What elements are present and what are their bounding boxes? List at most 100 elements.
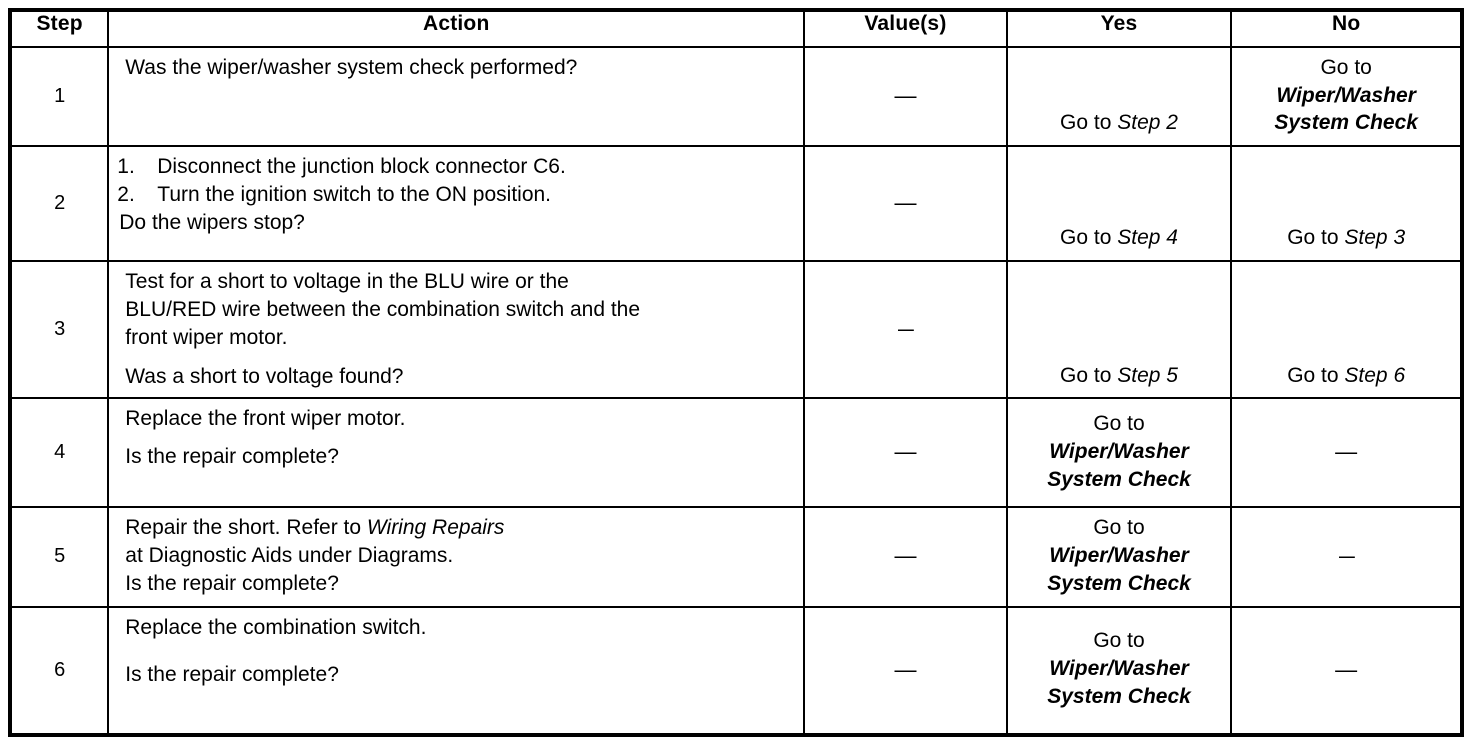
value-cell: — xyxy=(803,145,1008,263)
goto-target-line1: Wiper/Washer xyxy=(1049,440,1189,464)
action-line: front wiper motor. xyxy=(125,326,288,349)
action-reference-title: Wiring Repairs xyxy=(366,516,505,540)
em-dash: — xyxy=(897,316,914,342)
table-row: 6 Replace the combination switch. Is the… xyxy=(8,605,1463,736)
diagnostic-table-page: Step Action Value(s) Yes No 1 Was the wi… xyxy=(8,8,1464,737)
action-line: Test for a short to voltage in the BLU w… xyxy=(125,270,569,294)
em-dash: — xyxy=(894,656,917,682)
goto-line: Go to Step 6 xyxy=(1238,362,1454,390)
goto-target-line2: System Check xyxy=(1047,467,1191,491)
action-question: Do the wipers stop? xyxy=(119,211,305,234)
goto-label: Go to xyxy=(1093,629,1145,653)
action-question: Is the repair complete? xyxy=(125,445,339,469)
yes-branch-cell: Go to Wiper/Washer System Check xyxy=(1005,397,1233,509)
column-header-action: Action xyxy=(107,9,806,48)
goto-target: Step 2 xyxy=(1117,111,1178,135)
em-dash: — xyxy=(1335,656,1358,682)
goto-target-line1: Wiper/Washer xyxy=(1276,83,1416,107)
table-body: 1 Was the wiper/washer system check perf… xyxy=(8,45,1463,736)
table-row: 5 Repair the short. Refer to Wiring Repa… xyxy=(8,506,1463,608)
action-line: Was the wiper/washer system check perfor… xyxy=(125,56,578,79)
column-header-yes: Yes xyxy=(1005,9,1233,48)
table-row: 2 1. Disconnect the junction block connec… xyxy=(8,145,1463,263)
list-text: Disconnect the junction block connector … xyxy=(157,155,566,179)
goto-line: Go to Step 2 xyxy=(1014,109,1225,137)
goto-target-line1: Wiper/Washer xyxy=(1049,657,1189,681)
value-cell: — xyxy=(803,605,1008,736)
goto-target-line2: System Check xyxy=(1047,684,1191,708)
action-cell: 1. Disconnect the junction block connecto… xyxy=(107,145,806,263)
goto-label: Go to xyxy=(1060,226,1112,250)
step-number: 6 xyxy=(8,605,110,736)
goto-target: Step 4 xyxy=(1117,226,1178,250)
action-question: Is the repair complete? xyxy=(125,663,339,687)
action-line: Replace the front wiper motor. xyxy=(125,407,406,431)
goto-label: Go to xyxy=(1060,111,1112,135)
yes-branch-cell: Go to Wiper/Washer System Check xyxy=(1005,506,1233,608)
goto-target: Step 3 xyxy=(1344,226,1406,250)
value-cell: — xyxy=(803,506,1008,608)
yes-branch-cell: Go to Step 4 xyxy=(1005,145,1233,263)
action-cell: Test for a short to voltage in the BLU w… xyxy=(107,260,806,400)
value-cell: — xyxy=(803,397,1008,509)
em-dash: — xyxy=(894,83,917,109)
goto-line: Go to Step 5 xyxy=(1014,362,1225,390)
table-row: 3 Test for a short to voltage in the BLU… xyxy=(8,260,1463,400)
step-number: 4 xyxy=(8,397,110,509)
em-dash: — xyxy=(894,190,917,216)
action-spacer xyxy=(125,641,793,651)
value-cell: — xyxy=(803,260,1008,400)
list-number: 2. xyxy=(117,183,135,207)
yes-branch-cell: Go to Step 2 xyxy=(1005,45,1233,148)
no-branch-cell: — xyxy=(1230,397,1463,509)
no-branch-cell: — xyxy=(1230,605,1463,736)
goto-label: Go to xyxy=(1287,363,1339,387)
action-numbered-list: 1. Disconnect the junction block connecto… xyxy=(117,153,793,209)
action-cell: Replace the combination switch. Is the r… xyxy=(107,605,806,736)
action-cell: Replace the front wiper motor. Is the re… xyxy=(107,397,806,509)
action-line: Replace the combination switch. xyxy=(125,615,427,639)
no-branch-cell: Go to Wiper/Washer System Check xyxy=(1230,45,1463,148)
em-dash: — xyxy=(1338,543,1355,569)
goto-target-line1: Wiper/Washer xyxy=(1049,544,1189,568)
action-cell: Was the wiper/washer system check perfor… xyxy=(107,45,806,148)
em-dash: — xyxy=(894,439,917,465)
step-number: 2 xyxy=(8,145,110,263)
action-question: Was a short to voltage found? xyxy=(125,365,404,389)
goto-target: Step 6 xyxy=(1344,363,1406,387)
value-cell: — xyxy=(803,45,1008,148)
goto-label: Go to xyxy=(1060,363,1112,387)
action-spacer xyxy=(125,433,793,443)
action-text-pre: Repair the short. Refer to xyxy=(125,516,367,540)
yes-branch-cell: Go to Wiper/Washer System Check xyxy=(1005,605,1233,736)
goto-label: Go to xyxy=(1320,56,1372,79)
table-row: 4 Replace the front wiper motor. Is the … xyxy=(8,397,1463,509)
list-item: 1. Disconnect the junction block connecto… xyxy=(117,153,793,181)
goto-line: Go to Step 4 xyxy=(1014,224,1225,252)
list-text: Turn the ignition switch to the ON posit… xyxy=(157,183,552,207)
goto-label: Go to xyxy=(1093,412,1145,436)
no-branch-cell: — xyxy=(1230,506,1463,608)
column-header-step: Step xyxy=(8,9,110,48)
action-line: BLU/RED wire between the combination swi… xyxy=(125,298,641,322)
step-number: 3 xyxy=(8,260,110,400)
column-header-no: No xyxy=(1230,9,1463,48)
action-line: at Diagnostic Aids under Diagrams. xyxy=(125,544,454,568)
no-branch-cell: Go to Step 3 xyxy=(1230,145,1463,263)
step-number: 1 xyxy=(8,45,110,148)
action-cell: Repair the short. Refer to Wiring Repair… xyxy=(107,506,806,608)
step-number: 5 xyxy=(8,506,110,608)
list-item: 2. Turn the ignition switch to the ON pos… xyxy=(117,181,793,209)
action-spacer xyxy=(125,651,793,661)
goto-target: Step 5 xyxy=(1117,363,1178,387)
goto-target-line2: System Check xyxy=(1047,571,1191,595)
goto-label: Go to xyxy=(1287,226,1339,250)
diagnostic-step-table: Step Action Value(s) Yes No 1 Was the wi… xyxy=(8,8,1464,737)
header-row: Step Action Value(s) Yes No xyxy=(8,9,1463,48)
em-dash: — xyxy=(1335,439,1358,465)
list-number: 1. xyxy=(117,155,135,179)
action-line: Repair the short. Refer to Wiring Repair… xyxy=(125,514,793,542)
goto-line: Go to Step 3 xyxy=(1238,224,1454,252)
em-dash: — xyxy=(894,543,917,569)
goto-label: Go to xyxy=(1093,516,1145,540)
